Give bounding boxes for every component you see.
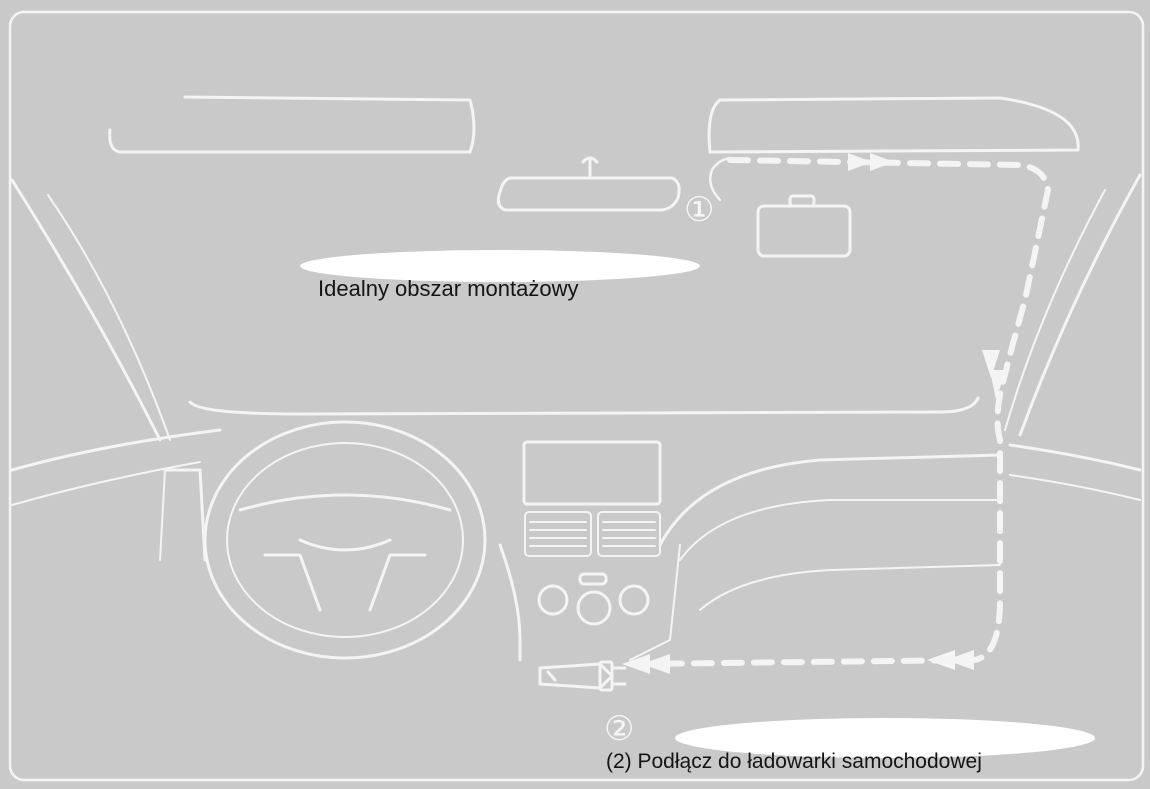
- a-pillar-left: [12, 180, 160, 440]
- sun-visor-right: [709, 98, 1078, 152]
- infotainment-screen: [524, 442, 660, 504]
- door-line-right: [1010, 445, 1140, 470]
- sun-visor-left: [110, 97, 474, 152]
- climate-knobs: [539, 574, 648, 624]
- charger-step-label: (2) Podłącz do ładowarki samochodowej: [606, 750, 982, 774]
- steering-wheel-icon: [205, 422, 485, 658]
- step-1-marker: ①: [684, 193, 714, 227]
- car-charger-icon: [540, 662, 625, 690]
- dashcam-icon: [758, 196, 850, 256]
- step-2-marker: ②: [604, 712, 634, 746]
- a-pillar-right: [1020, 175, 1140, 435]
- rearview-mirror-icon: [498, 158, 679, 210]
- air-vents: [525, 512, 660, 556]
- windshield-bottom: [190, 398, 978, 414]
- mount-area-label: Idealny obszar montażowy: [318, 276, 578, 302]
